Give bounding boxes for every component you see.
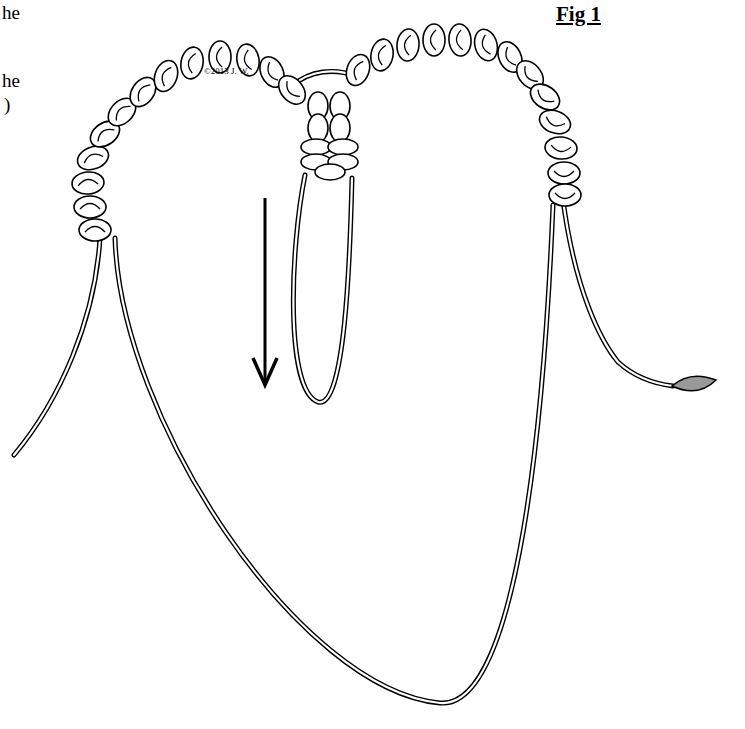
seed-bead [301,139,331,155]
thread-core [14,238,100,455]
seed-bead [536,106,574,138]
seed-bead [396,28,421,62]
thread-core [115,205,553,703]
seed-bead [448,23,473,57]
seed-bead [548,162,580,184]
seed-bead [423,24,445,56]
needle [672,376,716,391]
thread [293,175,352,402]
seed-bead [342,51,374,89]
thread-core [293,175,352,402]
seed-bead [74,196,106,218]
seed-bead [71,171,105,196]
seed-bead [368,37,395,72]
thread [563,200,673,386]
seed-bead [549,184,581,206]
seed-bead [330,114,350,142]
direction-arrow [264,198,267,382]
seed-bead [273,71,310,110]
copyright-note: ©2013 J. W. [204,66,249,76]
margin-text: he [2,2,20,24]
margin-text: he [2,70,20,92]
arrow-head [253,358,277,385]
thread [115,205,553,703]
seed-bead [544,136,578,161]
seed-bead [315,164,345,180]
figure-title: Fig 1 [556,2,601,27]
seed-bead [471,27,501,64]
thread [14,238,100,455]
seed-bead [178,45,205,80]
seed-bead [79,219,111,241]
thread-core [563,200,673,386]
seed-bead [526,79,565,115]
margin-text: ) [4,94,10,116]
seed-bead [150,57,182,95]
seed-bead [308,114,328,142]
seed-bead [74,142,112,174]
seed-bead [328,139,358,155]
